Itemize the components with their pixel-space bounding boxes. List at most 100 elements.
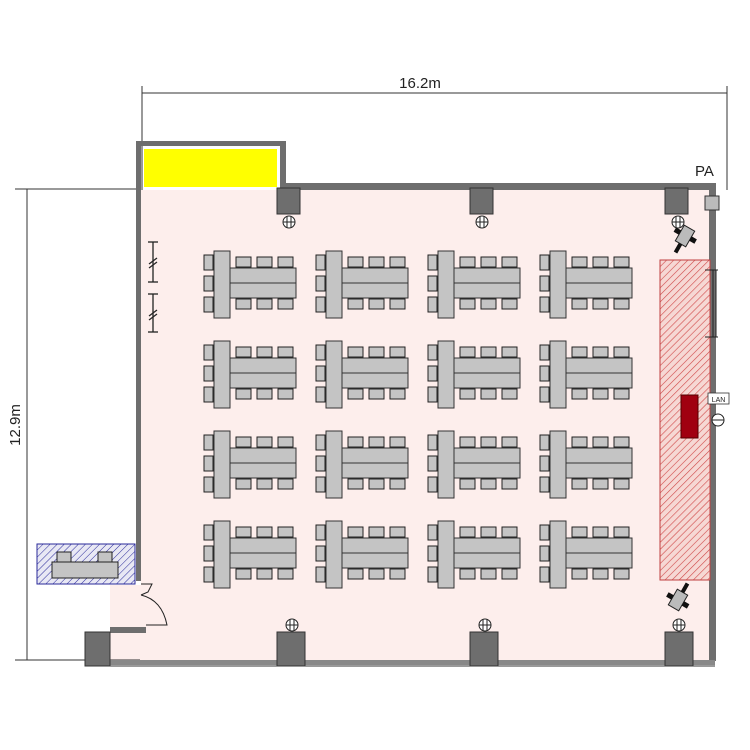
- table-group: [427, 520, 521, 589]
- chair: [347, 256, 364, 268]
- chair: [539, 275, 550, 292]
- light-icon: [475, 215, 489, 229]
- chair: [235, 478, 252, 490]
- table: [453, 372, 521, 389]
- chair: [427, 254, 438, 271]
- chair: [277, 256, 294, 268]
- entrance-floor: [110, 585, 145, 660]
- table: [341, 462, 409, 479]
- chair: [235, 256, 252, 268]
- chair: [592, 298, 609, 310]
- chair: [592, 346, 609, 358]
- chair: [256, 388, 273, 400]
- chair: [592, 526, 609, 538]
- chair: [539, 254, 550, 271]
- chair: [277, 568, 294, 580]
- lan-port-box: [707, 392, 730, 405]
- chair: [315, 296, 326, 313]
- chair: [480, 478, 497, 490]
- table: [549, 250, 567, 319]
- chair: [315, 524, 326, 541]
- table: [565, 282, 633, 299]
- chair: [347, 436, 364, 448]
- chair: [277, 478, 294, 490]
- chair: [203, 386, 214, 403]
- chair: [480, 436, 497, 448]
- chair: [459, 298, 476, 310]
- chair: [203, 524, 214, 541]
- table: [341, 537, 409, 554]
- table: [565, 357, 633, 374]
- chair: [571, 436, 588, 448]
- pillars: [84, 187, 694, 667]
- chair: [368, 256, 385, 268]
- chair: [613, 298, 630, 310]
- light-icon: [282, 215, 296, 229]
- table: [213, 340, 231, 409]
- table: [213, 250, 231, 319]
- chair: [389, 568, 406, 580]
- chair: [459, 526, 476, 538]
- chair: [315, 365, 326, 382]
- table-group: [203, 430, 297, 499]
- table: [565, 267, 633, 284]
- chair: [203, 476, 214, 493]
- chair: [480, 298, 497, 310]
- chair: [539, 545, 550, 562]
- table: [341, 282, 409, 299]
- chair: [235, 346, 252, 358]
- chair: [592, 478, 609, 490]
- table: [229, 372, 297, 389]
- chair: [315, 344, 326, 361]
- chair: [427, 365, 438, 382]
- table: [565, 537, 633, 554]
- chair: [613, 478, 630, 490]
- chair: [539, 455, 550, 472]
- pa-box: [704, 195, 720, 211]
- table: [341, 372, 409, 389]
- chair: [459, 478, 476, 490]
- chair: [539, 476, 550, 493]
- chair: [256, 256, 273, 268]
- chair: [571, 526, 588, 538]
- table: [549, 430, 567, 499]
- table: [341, 552, 409, 569]
- chair: [571, 256, 588, 268]
- table-group: [427, 430, 521, 499]
- table: [453, 537, 521, 554]
- chair: [592, 436, 609, 448]
- table: [229, 552, 297, 569]
- chair: [203, 254, 214, 271]
- table: [213, 520, 231, 589]
- table: [325, 520, 343, 589]
- table: [229, 282, 297, 299]
- outlet-icon: [711, 413, 725, 427]
- table-group: [315, 430, 409, 499]
- chair: [613, 388, 630, 400]
- chair: [389, 436, 406, 448]
- chair: [571, 388, 588, 400]
- chair: [203, 344, 214, 361]
- table: [341, 357, 409, 374]
- table-group: [539, 520, 633, 589]
- chair: [347, 298, 364, 310]
- table: [325, 250, 343, 319]
- table: [453, 282, 521, 299]
- chair: [389, 346, 406, 358]
- chair: [203, 275, 214, 292]
- chair: [203, 434, 214, 451]
- chair: [571, 568, 588, 580]
- chair: [368, 526, 385, 538]
- chair: [613, 346, 630, 358]
- whiteboard-icons: [148, 241, 158, 333]
- table: [341, 447, 409, 464]
- chair: [235, 298, 252, 310]
- chair: [427, 296, 438, 313]
- chair: [368, 346, 385, 358]
- table-group: [427, 340, 521, 409]
- table: [229, 357, 297, 374]
- chair: [256, 346, 273, 358]
- chair: [613, 256, 630, 268]
- chair: [571, 298, 588, 310]
- chair: [235, 526, 252, 538]
